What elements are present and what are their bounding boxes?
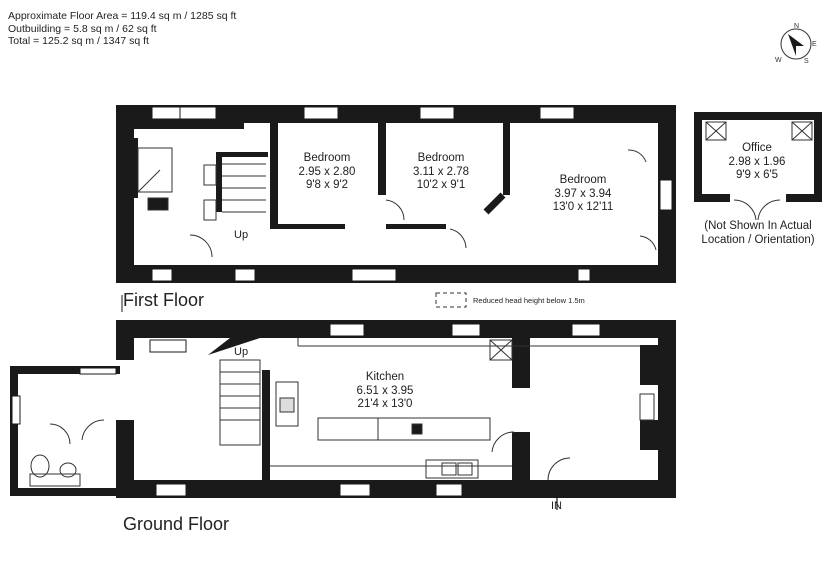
bedroom-1-label: Bedroom 2.95 x 2.80 9'8 x 9'2 bbox=[282, 152, 372, 193]
room-metric: 2.98 x 1.96 bbox=[728, 155, 786, 168]
room-metric: 3.97 x 3.94 bbox=[554, 187, 612, 200]
entrance-arrow-icon bbox=[551, 487, 563, 510]
office-note-line-1: (Not Shown In Actual bbox=[704, 220, 812, 232]
compass-n: N bbox=[794, 23, 799, 30]
reduced-head-height-legend-box bbox=[435, 292, 467, 308]
room-imperial: 9'8 x 9'2 bbox=[305, 179, 349, 191]
ground-floor-windows bbox=[11, 323, 601, 497]
ground-floor-up-label: Up bbox=[234, 346, 249, 358]
compass-icon: N E S W bbox=[775, 23, 817, 65]
room-metric: 3.11 x 2.78 bbox=[412, 165, 470, 178]
room-name: Kitchen bbox=[365, 371, 405, 383]
first-floor-fixtures bbox=[137, 147, 657, 258]
room-metric: 2.95 x 2.80 bbox=[298, 165, 356, 178]
first-floor-title: First Floor bbox=[123, 290, 204, 310]
ground-floor-walls bbox=[10, 320, 676, 498]
room-metric: 6.51 x 3.95 bbox=[356, 384, 414, 397]
ground-floor-fixtures bbox=[29, 338, 655, 487]
entrance-label: IN bbox=[551, 500, 562, 512]
kitchen-label: Kitchen 6.51 x 3.95 21'4 x 13'0 bbox=[340, 371, 430, 412]
room-name: Bedroom bbox=[303, 152, 351, 164]
room-name: Office bbox=[742, 142, 772, 154]
total-area-line: Total = 125.2 sq m / 1347 sq ft bbox=[8, 35, 149, 47]
room-imperial: 9'9 x 6'5 bbox=[735, 169, 779, 181]
reduced-head-height-legend-text: Reduced head height below 1.5m bbox=[473, 296, 585, 305]
first-floor-up-label: Up bbox=[234, 229, 249, 241]
room-name: Bedroom bbox=[559, 174, 607, 186]
compass-s: S bbox=[804, 58, 809, 65]
compass-w: W bbox=[775, 57, 782, 64]
outbuilding-area-line: Outbuilding = 5.8 sq m / 62 sq ft bbox=[8, 22, 157, 35]
office-note-line-2: Location / Orientation) bbox=[701, 233, 815, 246]
office-label: Office 2.98 x 1.96 9'9 x 6'5 bbox=[712, 142, 802, 183]
floor-area-summary: Approximate Floor Area = 119.4 sq m / 12… bbox=[8, 10, 236, 48]
room-imperial: 10'2 x 9'1 bbox=[416, 179, 466, 191]
floor-area-line: Approximate Floor Area = 119.4 sq m / 12… bbox=[8, 10, 237, 22]
office-fixtures bbox=[705, 121, 813, 221]
bedroom-3-label: Bedroom 3.97 x 3.94 13'0 x 12'11 bbox=[533, 174, 633, 215]
room-imperial: 21'4 x 13'0 bbox=[357, 398, 413, 410]
room-imperial: 13'0 x 12'11 bbox=[552, 201, 614, 213]
first-floor-windows bbox=[151, 106, 673, 282]
bedroom-2-label: Bedroom 3.11 x 2.78 10'2 x 9'1 bbox=[396, 152, 486, 193]
office-walls bbox=[694, 112, 822, 202]
ground-floor-title: Ground Floor bbox=[123, 514, 230, 534]
room-name: Bedroom bbox=[417, 152, 465, 164]
office-location-note: (Not Shown In Actual Location / Orientat… bbox=[694, 220, 822, 247]
compass-e: E bbox=[812, 41, 817, 48]
